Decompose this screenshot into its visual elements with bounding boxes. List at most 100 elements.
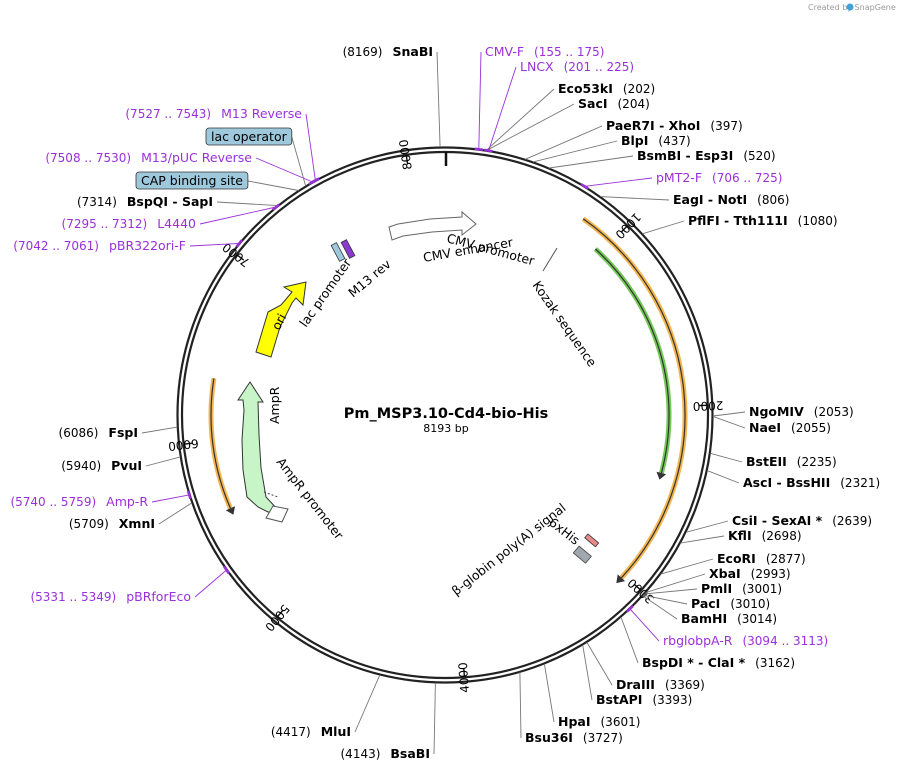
draiii-label: DraIII(3369) [616,677,705,692]
m13-puc-reverse-leader [255,157,313,183]
bamhi-name: BamHI [681,611,727,626]
kfli-position: (2698) [762,529,802,543]
xmni-leader [158,502,193,525]
lncx-leader [488,66,517,151]
hpai-label: HpaI (3601) [558,714,640,729]
hpai-position: (3601) [601,715,641,729]
cds-orange-line [582,218,686,579]
ampr-feature [237,381,289,523]
pbr322ori-f-position: (7042 .. 7061) [13,239,99,253]
fspi-label: (6086) FspI [59,425,138,440]
beta-globin-feature [572,545,592,564]
pflfi-position: (1080) [798,214,838,228]
pbrforeco-marker [223,565,230,575]
lac-operator-box [205,127,293,146]
kfli-label: KflI(2698) [728,528,802,543]
tick-3000 [633,583,641,591]
asci-label: AscI - BssHII(2321) [743,475,880,490]
bsabi-name: BsaBI [390,746,430,761]
sixhis-box [584,533,600,548]
pmli-label: PmlI(3001) [701,581,782,596]
blpi-label: BlpI(437) [621,133,691,148]
bamhi-label: BamHI (3014) [681,611,777,626]
tick-label-5000: 5000 [262,602,292,634]
bspdi-position: (3162) [755,656,795,670]
fspi-name: FspI [108,425,138,440]
eco53ki-label: Eco53kI(202) [558,81,655,96]
m13-puc-reverse-label: (7508 .. 7530)M13/pUC Reverse [45,150,252,165]
tick-5000 [277,609,284,618]
lac-operator-label: lac operator [211,129,288,144]
eagi-leader [600,196,670,201]
bspqi-leader [216,201,278,207]
ori-label: ori [268,311,289,332]
draiii-position: (3369) [665,678,705,692]
cmv-f-leader [478,51,482,150]
hpai-name: HpaI [558,714,591,729]
bsmbi-name: BsmBI - Esp3I [637,148,733,163]
fspi-leader [141,426,178,434]
feature-arcs [208,216,688,584]
rbglobpa-r-marker [626,605,634,613]
tick-7000 [236,254,245,261]
pbrforeco-leader [194,569,227,598]
backbone-outer-ring [176,146,714,684]
bsu36i-position: (3727) [583,731,623,745]
pbrforeco-name: pBRforEco [126,589,191,604]
ampr-label: AmpR [267,386,282,424]
bsmbi-position: (520) [743,149,775,163]
xbai-leader [645,573,706,594]
naei-label: NaeI(2055) [749,420,831,435]
pmt2-f-leader [584,177,653,187]
tick-label-4000: 4000 [456,662,472,693]
lac-operator-leader [291,136,307,187]
xbai-name: XbaI [709,566,741,581]
m13-reverse-name: M13 Reverse [221,106,302,121]
lac-promoter-feature [330,239,356,262]
bsteii-label: BstEII(2235) [746,454,837,469]
lncx-position: (201 .. 225) [564,60,634,74]
bstapi-name: BstAPI [596,692,642,707]
bsu36i-label: Bsu36I(3727) [525,730,623,745]
l4440-leader [199,206,277,225]
ampr-orange-arrowhead [225,506,235,515]
cds-green-line [594,248,670,474]
pmli-position: (3001) [742,582,782,596]
naei-leader [712,415,746,429]
ori-arrow [255,281,307,358]
saci-name: SacI [578,96,608,111]
bstapi-position: (3393) [652,693,692,707]
lncx-marker [484,148,493,153]
cds-green-band [593,247,672,474]
lncx-name: LNCX [520,59,554,74]
saci-position: (204) [618,97,650,111]
eagi-label: EagI - NotI(806) [673,192,789,207]
bsteii-leader [710,452,743,463]
ngomiv-name: NgoMIV [749,404,804,419]
pbr322ori-f-label: (7042 .. 7061) pBR322ori-F [13,238,186,253]
ampr-orange-band [208,377,233,510]
bstapi-leader [582,644,593,701]
pbr322ori-f-leader [189,242,240,247]
blpi-leader [532,140,618,163]
cmv-f-marker [474,147,484,151]
draiii-leader [586,642,613,686]
pbr322ori-f-name: pBR322ori-F [109,238,186,253]
kozak-label: Kozak sequence [530,278,600,370]
m13-puc-reverse-name: M13/pUC Reverse [141,150,252,165]
blpi-name: BlpI [621,133,648,148]
kozak-tick [542,247,558,272]
cap-binding-site-leader [247,180,299,191]
eagi-name: EagI - NotI [673,192,747,207]
xbai-position: (2993) [751,567,791,581]
tick-label-6000: 6000 [167,436,199,453]
ampr-promoter-label: AmpR promoter [274,455,347,543]
l4440-label: (7295 .. 7312)L4440 [62,216,197,231]
bspdi-leader [620,616,639,664]
amp-r-name: Amp-R [106,494,148,509]
fspi-position: (6086) [59,426,99,440]
cap-binding-site-label: CAP binding site [141,173,243,188]
naei-name: NaeI [749,420,781,435]
bamhi-position: (3014) [737,612,777,626]
